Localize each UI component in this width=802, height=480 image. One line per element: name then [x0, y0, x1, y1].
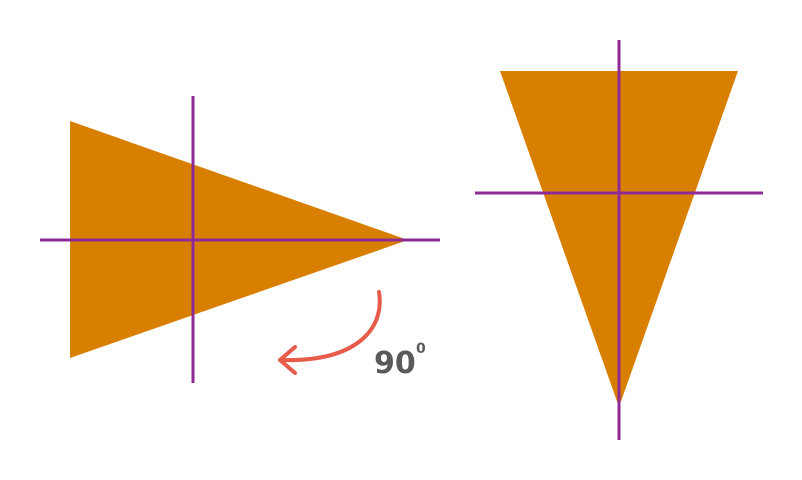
original-shape-group	[40, 96, 440, 383]
rotation-angle-label: 90	[374, 346, 416, 381]
rotated-shape-group	[475, 40, 763, 440]
rotation-angle-value: 90	[374, 346, 416, 381]
rotation-angle-unit: 0	[416, 341, 426, 357]
rotation-arrow-head	[278, 345, 297, 375]
rotation-arrow-curve	[280, 290, 382, 363]
rotation-arrow-icon	[278, 290, 382, 375]
